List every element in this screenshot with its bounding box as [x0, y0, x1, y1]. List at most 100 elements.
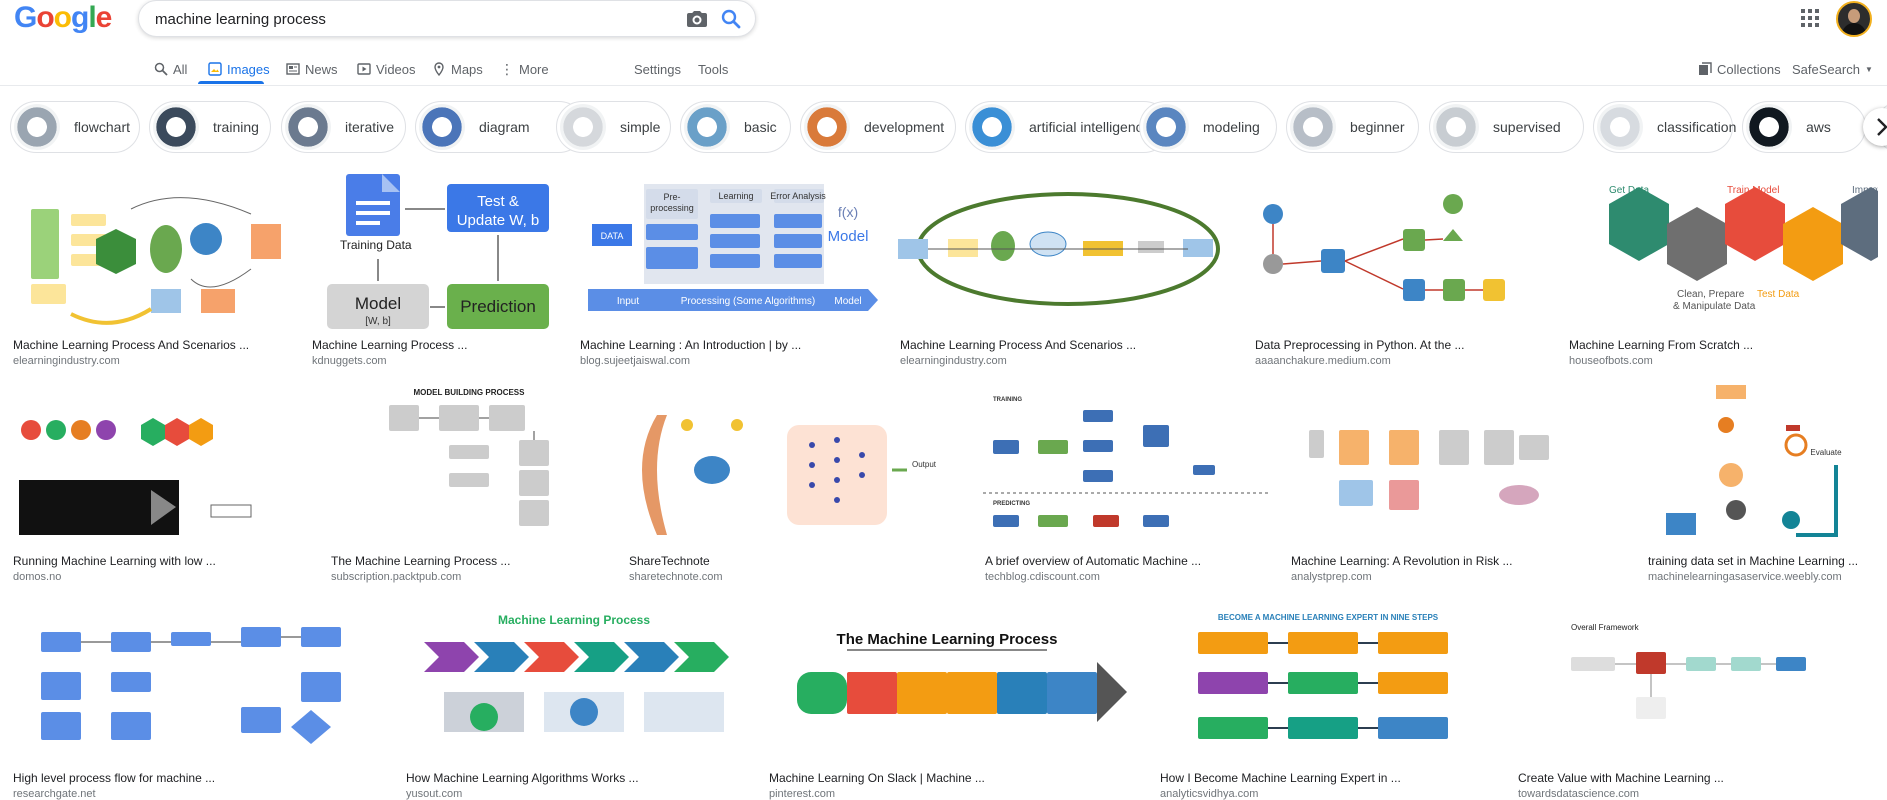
- result-thumbnail[interactable]: Overall Framework: [1516, 602, 1876, 762]
- thumb-text: Model: [355, 294, 401, 313]
- thumb-text: Error Analysis: [770, 191, 826, 201]
- result-thumbnail[interactable]: [1289, 385, 1627, 545]
- camera-icon[interactable]: [685, 7, 709, 31]
- thumb-text: Evaluate: [1810, 448, 1842, 457]
- collections-link[interactable]: Collections: [1698, 58, 1781, 80]
- thumb-text: TRAINING: [993, 397, 1022, 403]
- chip-thumbnail: [1746, 104, 1792, 150]
- chip-aws[interactable]: aws: [1742, 101, 1866, 153]
- google-logo[interactable]: Google: [14, 1, 113, 35]
- thumb-text: Machine Learning Process: [498, 613, 650, 627]
- search-icon[interactable]: [719, 7, 743, 31]
- thumbnail-graphic: The Machine Learning Process: [797, 631, 1127, 722]
- result-thumbnail[interactable]: [1253, 169, 1548, 329]
- chip-basic[interactable]: basic: [680, 101, 791, 153]
- tab-videos[interactable]: Videos: [357, 58, 416, 80]
- tab-maps-label: Maps: [451, 61, 483, 77]
- tab-more[interactable]: ⋮ More: [500, 58, 549, 80]
- thumb-text: Test Data: [1757, 289, 1800, 300]
- result-thumbnail[interactable]: [11, 169, 292, 329]
- thumb-text: DATA: [601, 231, 624, 241]
- result-thumbnail[interactable]: [898, 169, 1233, 329]
- thumb-text: Get Data: [1609, 185, 1649, 196]
- result-source: sharetechnote.com: [629, 571, 723, 583]
- result-thumbnail[interactable]: BECOME A MACHINE LEARNING EXPERT IN NINE…: [1158, 602, 1497, 762]
- thumb-text: Model: [828, 228, 869, 245]
- chips-next-button[interactable]: [1863, 108, 1887, 146]
- result-source: pinterest.com: [769, 788, 836, 800]
- thumb-text: Improve: [1852, 185, 1878, 196]
- chip-training[interactable]: training: [149, 101, 271, 153]
- chip-label: development: [864, 119, 945, 135]
- result-thumbnail[interactable]: MODEL BUILDING PROCESS: [329, 385, 608, 545]
- chip-classification[interactable]: classification: [1593, 101, 1736, 153]
- thumb-text: Overall Framework: [1571, 623, 1640, 632]
- chip-beginner[interactable]: beginner: [1286, 101, 1419, 153]
- chip-label: aws: [1806, 119, 1831, 135]
- result-title[interactable]: Machine Learning On Slack | Machine ...: [769, 771, 985, 785]
- chip-thumbnail: [14, 104, 60, 150]
- result-title[interactable]: A brief overview of Automatic Machine ..…: [985, 554, 1202, 568]
- chip-label: basic: [744, 119, 777, 135]
- chip-label: artificial intelligence: [1029, 119, 1151, 135]
- chip-thumbnail: [1433, 104, 1479, 150]
- logo-letter: e: [95, 1, 113, 34]
- result-title[interactable]: Machine Learning : An Introduction | by …: [580, 338, 802, 352]
- result-title[interactable]: Machine Learning Process And Scenarios .…: [900, 338, 1137, 352]
- result-thumbnail[interactable]: [11, 602, 385, 762]
- result-title[interactable]: Running Machine Learning with low ...: [13, 554, 216, 568]
- result-title[interactable]: Machine Learning From Scratch ...: [1569, 338, 1754, 352]
- result-title[interactable]: Machine Learning: A Revolution in Risk .…: [1291, 554, 1513, 568]
- result-title[interactable]: How I Become Machine Learning Expert in …: [1160, 771, 1401, 785]
- active-tab-indicator: [198, 81, 264, 84]
- chip-flowchart[interactable]: flowchart: [10, 101, 140, 153]
- search-input[interactable]: [155, 9, 655, 29]
- apps-grid-icon[interactable]: [1800, 8, 1820, 28]
- chip-modeling[interactable]: modeling: [1139, 101, 1277, 153]
- result-thumbnail[interactable]: The Machine Learning Process: [767, 602, 1139, 762]
- result-thumbnail[interactable]: [11, 385, 310, 545]
- safesearch-menu[interactable]: SafeSearch ▼: [1792, 58, 1873, 80]
- result-title[interactable]: Machine Learning Process And Scenarios .…: [13, 338, 250, 352]
- result-title[interactable]: Data Preprocessing in Python. At the ...: [1255, 338, 1465, 352]
- result-title[interactable]: How Machine Learning Algorithms Works ..…: [406, 771, 639, 785]
- chip-label: modeling: [1203, 119, 1260, 135]
- result-title[interactable]: ShareTechnote: [629, 554, 710, 568]
- thumb-text: Train Model: [1727, 185, 1779, 196]
- thumb-text: MODEL BUILDING PROCESS: [414, 388, 526, 397]
- news-icon: [286, 63, 300, 75]
- result-thumbnail[interactable]: Machine Learning Process: [404, 602, 748, 762]
- chip-iterative[interactable]: iterative: [281, 101, 406, 153]
- chip-supervised[interactable]: supervised: [1429, 101, 1584, 153]
- search-box[interactable]: [138, 0, 756, 37]
- thumb-text: processing: [650, 203, 694, 213]
- thumb-text: Training Data: [340, 238, 412, 252]
- tools-link[interactable]: Tools: [698, 58, 728, 80]
- chip-thumbnail: [560, 104, 606, 150]
- result-title[interactable]: Create Value with Machine Learning ...: [1518, 771, 1724, 785]
- chip-development[interactable]: development: [800, 101, 956, 153]
- chip-artificial-intelligence[interactable]: artificial intelligence: [965, 101, 1170, 153]
- tab-maps[interactable]: Maps: [432, 58, 483, 80]
- thumb-text: Output: [912, 460, 937, 469]
- tab-news[interactable]: News: [286, 58, 338, 80]
- result-thumbnail[interactable]: Evaluate: [1646, 385, 1876, 545]
- safesearch-label: SafeSearch: [1792, 61, 1860, 77]
- result-title[interactable]: High level process flow for machine ...: [13, 771, 216, 785]
- result-thumbnail[interactable]: Output: [627, 385, 965, 545]
- result-title[interactable]: training data set in Machine Learning ..…: [1648, 554, 1859, 568]
- tab-all[interactable]: All: [154, 58, 187, 80]
- result-title[interactable]: The Machine Learning Process ...: [331, 554, 511, 568]
- thumbnail-graphic: MODEL BUILDING PROCESS: [389, 388, 549, 526]
- chip-simple[interactable]: simple: [556, 101, 671, 153]
- result-source: techblog.cdiscount.com: [985, 571, 1100, 583]
- settings-link[interactable]: Settings: [634, 58, 681, 80]
- tab-images[interactable]: Images: [208, 58, 270, 80]
- result-title[interactable]: Machine Learning Process ...: [312, 338, 468, 352]
- account-avatar[interactable]: [1836, 1, 1872, 37]
